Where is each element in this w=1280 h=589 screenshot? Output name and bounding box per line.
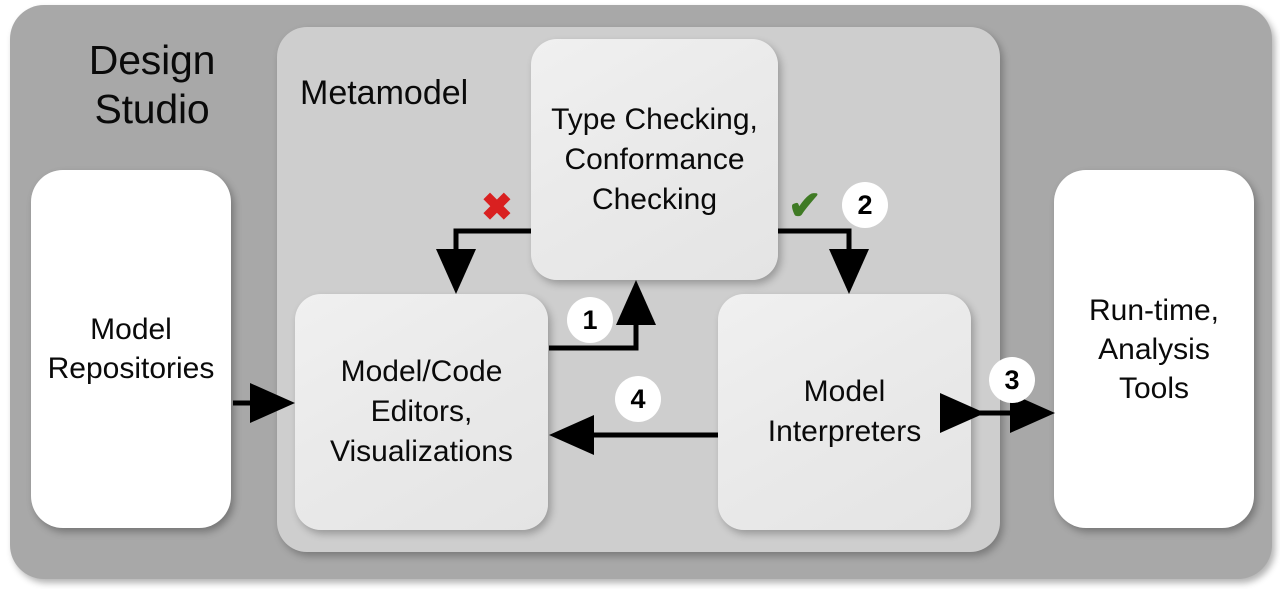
pass-check-icon: ✔ xyxy=(788,184,822,228)
step-badge-2: 2 xyxy=(842,182,888,228)
design-studio-title: Design Studio xyxy=(88,37,216,132)
step-badge-3: 3 xyxy=(989,357,1035,403)
step-badge-4: 4 xyxy=(615,376,661,422)
box-model-interpreters: Model Interpreters xyxy=(718,294,971,530)
box-model-repositories: Model Repositories xyxy=(31,170,231,528)
box-model-code-editors: Model/Code Editors, Visualizations xyxy=(295,294,548,530)
fail-cross-icon: ✖ xyxy=(481,187,513,229)
metamodel-title: Metamodel xyxy=(300,74,469,112)
box-runtime-analysis-tools: Run-time, Analysis Tools xyxy=(1054,170,1254,528)
box-type-conformance-checking: Type Checking, Conformance Checking xyxy=(531,39,778,280)
step-badge-1: 1 xyxy=(567,297,613,343)
